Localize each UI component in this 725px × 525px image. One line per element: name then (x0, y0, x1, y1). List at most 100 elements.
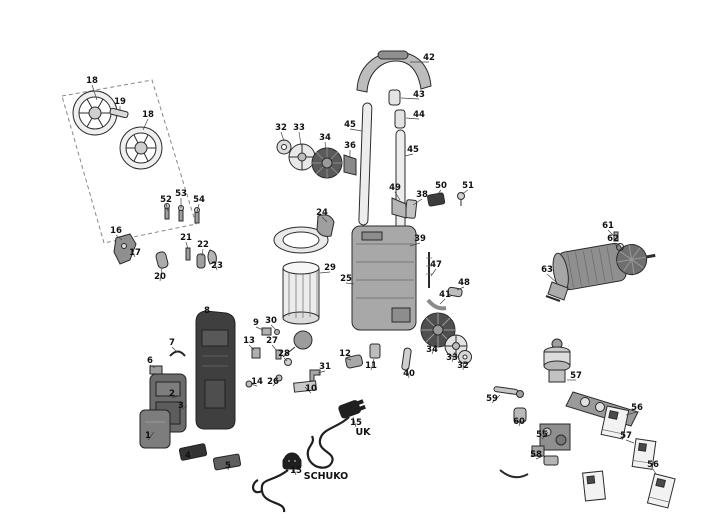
part-label-32: 32 (457, 361, 469, 371)
bracket-small (149, 365, 163, 375)
housing-group (139, 310, 242, 471)
housing-front (195, 310, 236, 430)
leader-line-56 (652, 468, 657, 475)
part-label-16: 16 (110, 226, 122, 236)
part-label-33: 33 (293, 123, 305, 133)
leader-line-34 (431, 342, 437, 355)
part-label-56: 56 (647, 460, 659, 470)
leader-line-7 (171, 346, 178, 353)
leader-line-5 (227, 461, 231, 471)
stator-cylinder (282, 261, 320, 325)
fan-group (276, 139, 357, 179)
clip (251, 347, 261, 359)
part-label-38: 38 (416, 190, 428, 200)
leader-line-63 (546, 273, 557, 283)
wheel-assembly (61, 79, 197, 244)
foot (212, 453, 242, 471)
part-label-25: 25 (340, 274, 352, 284)
leader-line-40 (406, 367, 410, 379)
uk-cord (306, 416, 350, 469)
electric-motor (545, 231, 656, 302)
rear-frame (316, 192, 465, 331)
leader-line-16 (115, 234, 123, 241)
leader-line-21 (185, 241, 189, 250)
part-label-34: 34 (426, 345, 438, 355)
part-label-44: 44 (413, 110, 425, 120)
part-label-14: 14 (251, 377, 263, 387)
leader-line-43 (400, 97, 420, 100)
part-label-18: 18 (142, 110, 154, 120)
tube-piece (401, 347, 412, 371)
base-plate (178, 443, 208, 461)
part-label-48: 48 (458, 278, 470, 288)
tube-left (358, 102, 373, 226)
leader-line-23 (213, 260, 218, 271)
leader-line-4 (187, 451, 193, 461)
part-label-29: 29 (324, 263, 336, 273)
part-label-55: 55 (536, 430, 548, 440)
leader-line-6 (149, 364, 156, 369)
screw-a (275, 349, 282, 360)
part-label-43: 43 (413, 90, 425, 100)
part-label-58: 58 (530, 450, 542, 460)
hose-curl (499, 469, 529, 479)
latch (404, 199, 418, 219)
carry-handle (169, 350, 186, 357)
leader-line-28 (283, 357, 288, 362)
wheel-right (119, 126, 163, 170)
part-label-45: 45 (407, 145, 419, 155)
pump-assembly (493, 338, 676, 509)
leader-line-52 (165, 203, 169, 212)
part-label-1: 1 (145, 431, 151, 441)
part-label-22: 22 (197, 240, 209, 250)
leader-line-18 (91, 84, 98, 101)
part-label-6: 6 (147, 356, 153, 366)
leader-line-24 (321, 216, 328, 223)
part-label-47: 47 (430, 260, 442, 270)
motor-screw (613, 231, 619, 242)
leader-line-29 (319, 271, 331, 274)
screw-small (457, 192, 465, 200)
part-label-19: 19 (114, 97, 126, 107)
part-label-49: 49 (389, 183, 401, 193)
leader-line-38 (412, 198, 423, 206)
leader-line-20 (159, 267, 163, 282)
part-label-18: 18 (86, 76, 98, 86)
leader-line-32 (280, 131, 285, 142)
part-label-15: 15 (350, 418, 362, 428)
part-label-5: 5 (225, 461, 231, 471)
leader-line-22 (201, 248, 204, 257)
dashed-boundary (61, 79, 197, 244)
part-label-63: 63 (541, 265, 553, 275)
part-label-10: 10 (305, 384, 317, 394)
fan-wheel-trio (420, 312, 472, 364)
part-label-21: 21 (180, 233, 192, 243)
frame-body (351, 225, 417, 331)
leader-line-3 (180, 405, 188, 411)
part-label-56: 56 (631, 403, 643, 413)
part-label-17: 17 (129, 248, 141, 258)
sleeve (196, 253, 206, 269)
part-label-9: 9 (253, 318, 259, 328)
leader-line-27 (271, 344, 278, 352)
leader-line-31 (317, 370, 326, 374)
leader-line-32 (462, 360, 465, 371)
leader-line-50 (435, 189, 442, 197)
part-label-24: 24 (316, 208, 328, 218)
motor-stack (273, 226, 329, 358)
part-label-36: 36 (344, 141, 356, 151)
armature (282, 330, 313, 358)
part-label-13: 13 (243, 336, 255, 346)
leader-line-10 (304, 386, 312, 394)
part-label-4: 4 (185, 451, 191, 461)
leader-line-14 (250, 383, 258, 387)
tube-short (394, 109, 406, 129)
center-hardware (245, 327, 412, 393)
leader-line-47 (430, 268, 437, 277)
part-label-52: 52 (160, 195, 172, 205)
base-plate-small (293, 380, 318, 393)
spare-kit-bags (582, 405, 676, 509)
schuko-plug (282, 452, 302, 470)
part-label-31: 31 (319, 362, 331, 372)
